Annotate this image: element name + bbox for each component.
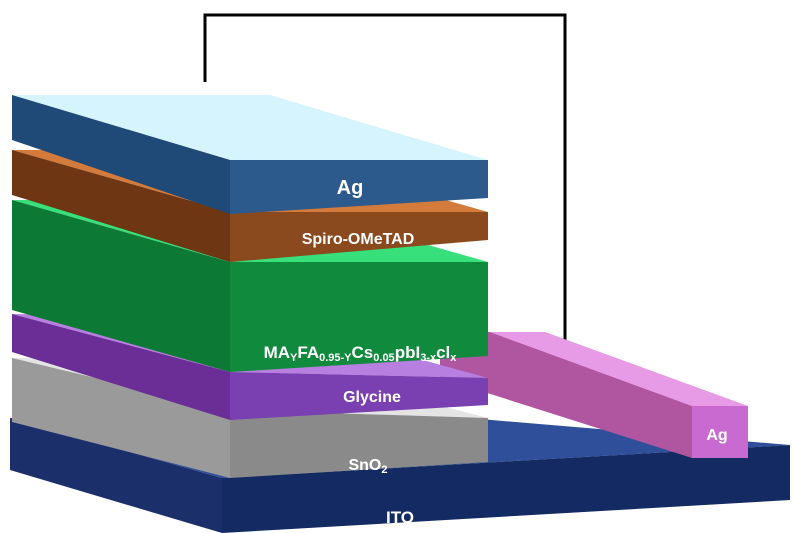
- perovskite-p4: pbI: [395, 343, 421, 362]
- perovskite-s1: Y: [290, 352, 298, 364]
- top-ag-label: Ag: [337, 177, 364, 199]
- perovskite-p3: Cs: [352, 343, 374, 362]
- perovskite-p5: cl: [436, 343, 450, 362]
- perovskite-s3: 0.05: [373, 352, 394, 364]
- perovskite-p2: FA: [297, 343, 319, 362]
- top-ag-layer: Ag: [12, 95, 488, 214]
- perovskite-p1: MA: [264, 343, 290, 362]
- glycine-label: Glycine: [343, 389, 401, 406]
- spiro-label: Spiro-OMeTAD: [302, 231, 415, 248]
- sno2-label: SnO2: [348, 457, 387, 476]
- perovskite-s4: 3-x: [420, 352, 437, 364]
- perovskite-s5: x: [450, 352, 457, 364]
- circuit-wire: [203, 13, 567, 340]
- perovskite-s2: 0.95-Y: [319, 352, 352, 364]
- perovskite-label: MAYFA0.95-YCs0.05pbI3-xclx: [264, 343, 458, 364]
- ito-label: ITO: [386, 508, 414, 527]
- sno2-main: SnO: [348, 457, 381, 474]
- side-ag-layer: Ag: [440, 332, 748, 458]
- sno2-sub: 2: [381, 464, 387, 476]
- side-ag-label: Ag: [706, 427, 727, 444]
